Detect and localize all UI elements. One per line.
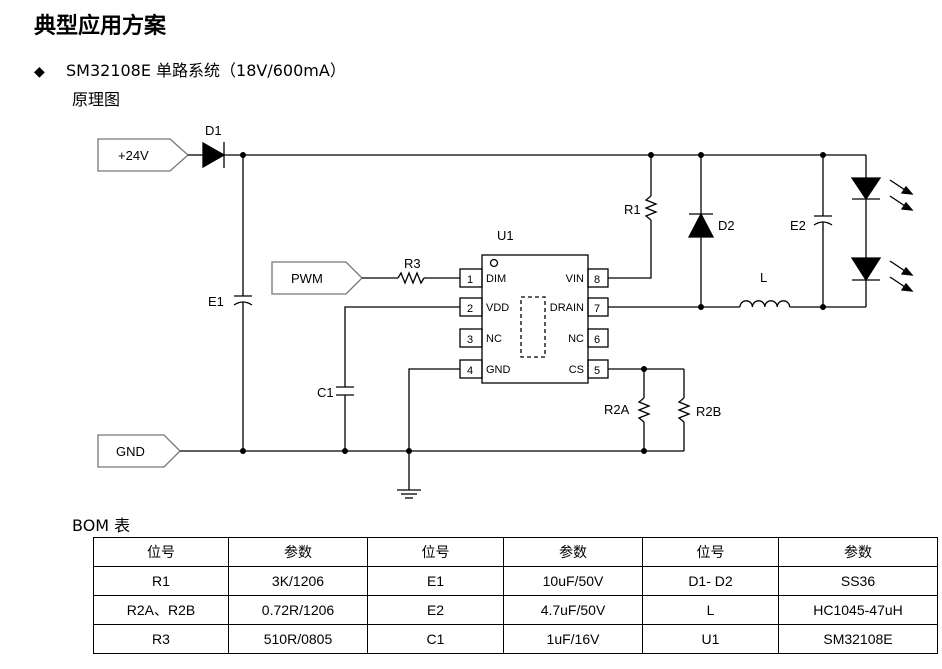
svg-text:VIN: VIN <box>566 273 584 285</box>
d1-label: D1 <box>205 123 222 138</box>
bom-cell: 1uF/16V <box>503 624 643 654</box>
section-heading: ◆ SM32108E 单路系统（18V/600mA） <box>34 57 346 81</box>
svg-text:4: 4 <box>467 365 473 377</box>
svg-text:DRAIN: DRAIN <box>550 302 584 314</box>
bom-cell: R1 <box>93 566 229 596</box>
bom-cell: D1- D2 <box>642 566 779 596</box>
schematic-heading: 原理图 <box>72 90 121 109</box>
e2-label: E2 <box>790 218 806 233</box>
pin-7: 7 DRAIN <box>550 297 609 317</box>
svg-text:CS: CS <box>569 364 584 376</box>
port-vin: +24V <box>97 138 189 172</box>
junction-dots <box>240 152 826 454</box>
capacitor-e1: E1 <box>208 155 253 451</box>
bom-header-cell: 参数 <box>503 537 643 567</box>
pin-6: 6 NC <box>568 328 609 348</box>
r1-label: R1 <box>624 202 641 217</box>
bom-header-cell: 位号 <box>93 537 229 567</box>
port-pwm: PWM <box>271 261 363 295</box>
svg-text:2: 2 <box>467 303 473 315</box>
c1-label: C1 <box>317 385 334 400</box>
pin-4: 4 GND <box>459 359 511 379</box>
svg-text:5: 5 <box>594 365 600 377</box>
bom-cell: 3K/1206 <box>228 566 368 596</box>
schematic-diagram: +24V PWM GND D1 E1 R3 <box>97 123 914 499</box>
diode-d2: D2 <box>687 155 735 307</box>
bom-table: 位号 参数 位号 参数 位号 参数 R1 3K/1206 E1 10uF/50V… <box>93 537 938 654</box>
resistor-r2a: R2A <box>604 368 684 451</box>
bom-cell: C1 <box>367 624 504 654</box>
bom-cell: 0.72R/1206 <box>228 595 368 625</box>
bom-cell: L <box>642 595 779 625</box>
resistor-r2b: R2B <box>677 369 721 451</box>
e1-label: E1 <box>208 294 224 309</box>
bom-row: R1 3K/1206 E1 10uF/50V D1- D2 SS36 <box>93 566 938 596</box>
bom-row: R2A、R2B 0.72R/1206 E2 4.7uF/50V L HC1045… <box>93 595 938 625</box>
capacitor-c1: C1 <box>317 306 460 451</box>
svg-text:7: 7 <box>594 303 600 315</box>
capacitor-e2: E2 <box>790 155 833 307</box>
bom-cell: R3 <box>93 624 229 654</box>
diode-d1: D1 <box>202 123 226 169</box>
pin-3: 3 NC <box>459 328 502 348</box>
bom-header-cell: 参数 <box>228 537 368 567</box>
bom-cell: SM32108E <box>778 624 938 654</box>
bom-header-cell: 位号 <box>642 537 779 567</box>
bom-cell: 510R/0805 <box>228 624 368 654</box>
port-gnd: GND <box>97 434 181 468</box>
port-vin-label: +24V <box>118 148 149 163</box>
svg-text:8: 8 <box>594 274 600 286</box>
l-label: L <box>760 270 767 285</box>
svg-text:3: 3 <box>467 334 473 346</box>
bom-cell: R2A、R2B <box>93 595 229 625</box>
pin-1: 1 DIM <box>459 268 506 288</box>
resistor-r3: R3 <box>362 256 460 285</box>
svg-text:NC: NC <box>486 333 502 345</box>
port-pwm-label: PWM <box>291 271 323 286</box>
bom-cell: 10uF/50V <box>503 566 643 596</box>
svg-text:GND: GND <box>486 364 511 376</box>
chip-u1: U1 <box>481 228 589 384</box>
bom-header-row: 位号 参数 位号 参数 位号 参数 <box>93 537 938 567</box>
bom-cell: HC1045-47uH <box>778 595 938 625</box>
bom-header-cell: 位号 <box>367 537 504 567</box>
inductor-l: L <box>608 270 866 308</box>
bom-heading: BOM 表 <box>72 516 131 535</box>
diamond-bullet-icon: ◆ <box>34 64 45 80</box>
svg-text:DIM: DIM <box>486 273 506 285</box>
bom-cell: 4.7uF/50V <box>503 595 643 625</box>
svg-text:VDD: VDD <box>486 302 509 314</box>
section-title: SM32108E 单路系统（18V/600mA） <box>66 61 346 80</box>
d2-label: D2 <box>718 218 735 233</box>
led-string <box>850 155 882 307</box>
bom-row: R3 510R/0805 C1 1uF/16V U1 SM32108E <box>93 624 938 654</box>
u1-label: U1 <box>497 228 514 243</box>
pin-2: 2 VDD <box>459 297 509 317</box>
svg-text:NC: NC <box>568 333 584 345</box>
bom-cell: SS36 <box>778 566 938 596</box>
r3-label: R3 <box>404 256 421 271</box>
led-light-arrows-icon <box>889 179 914 292</box>
port-gnd-label: GND <box>116 444 145 459</box>
ground-symbol <box>397 368 460 499</box>
r2b-label: R2B <box>696 404 721 419</box>
r2a-label: R2A <box>604 402 630 417</box>
pin-5: 5 CS <box>569 359 609 379</box>
page-title: 典型应用方案 <box>34 14 167 39</box>
svg-text:6: 6 <box>594 334 600 346</box>
pin-8: 8 VIN <box>566 268 609 288</box>
resistor-r1: R1 <box>608 155 658 279</box>
bom-cell: E1 <box>367 566 504 596</box>
svg-text:1: 1 <box>467 274 473 286</box>
bom-header-cell: 参数 <box>778 537 938 567</box>
bom-cell: U1 <box>642 624 779 654</box>
bom-cell: E2 <box>367 595 504 625</box>
